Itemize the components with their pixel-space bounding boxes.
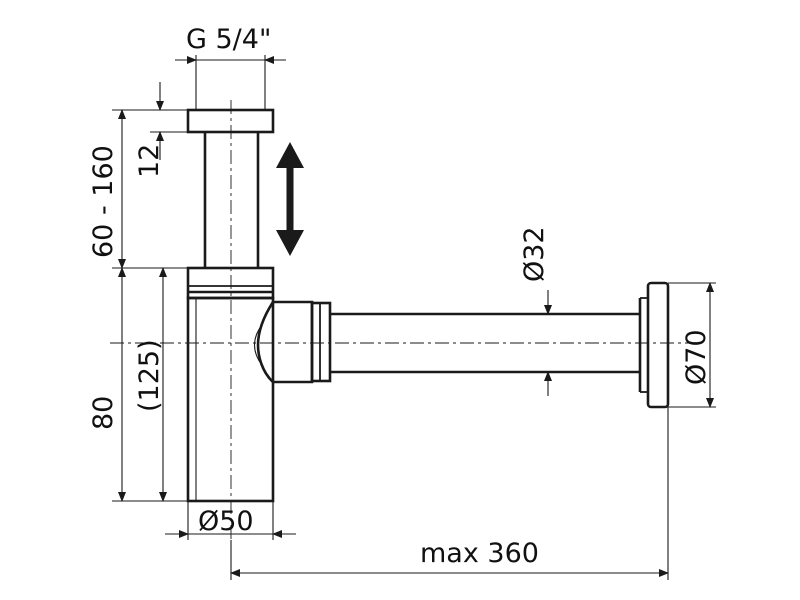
- adjust-arrow-icon: [276, 142, 304, 256]
- outlet-elbow: [256, 300, 314, 384]
- height-range-label: 60 - 160: [88, 145, 119, 258]
- dimensions: [112, 55, 716, 580]
- top-cap: [186, 108, 275, 134]
- wall-flange: [646, 281, 670, 409]
- outlet-nut: [310, 301, 332, 383]
- cap-height-label: 12: [134, 144, 165, 178]
- max-length-label: max 360: [420, 538, 539, 569]
- flange-diameter-label: Ø70: [681, 329, 712, 385]
- thread-label: G 5/4": [186, 24, 271, 55]
- trap-outline: [186, 108, 670, 503]
- bottle-body: [186, 296, 275, 503]
- body-height-label: 80: [88, 396, 119, 430]
- outlet-height-label: (125): [134, 339, 165, 412]
- center-lines: [110, 100, 700, 540]
- body-diameter-label: Ø50: [198, 506, 254, 537]
- body-nut: [186, 266, 275, 300]
- pipe-diameter-label: Ø32: [519, 226, 550, 282]
- dimension-labels: G 5/4" 60 - 160 12 (125) 80 Ø50 Ø32 Ø70 …: [88, 24, 712, 569]
